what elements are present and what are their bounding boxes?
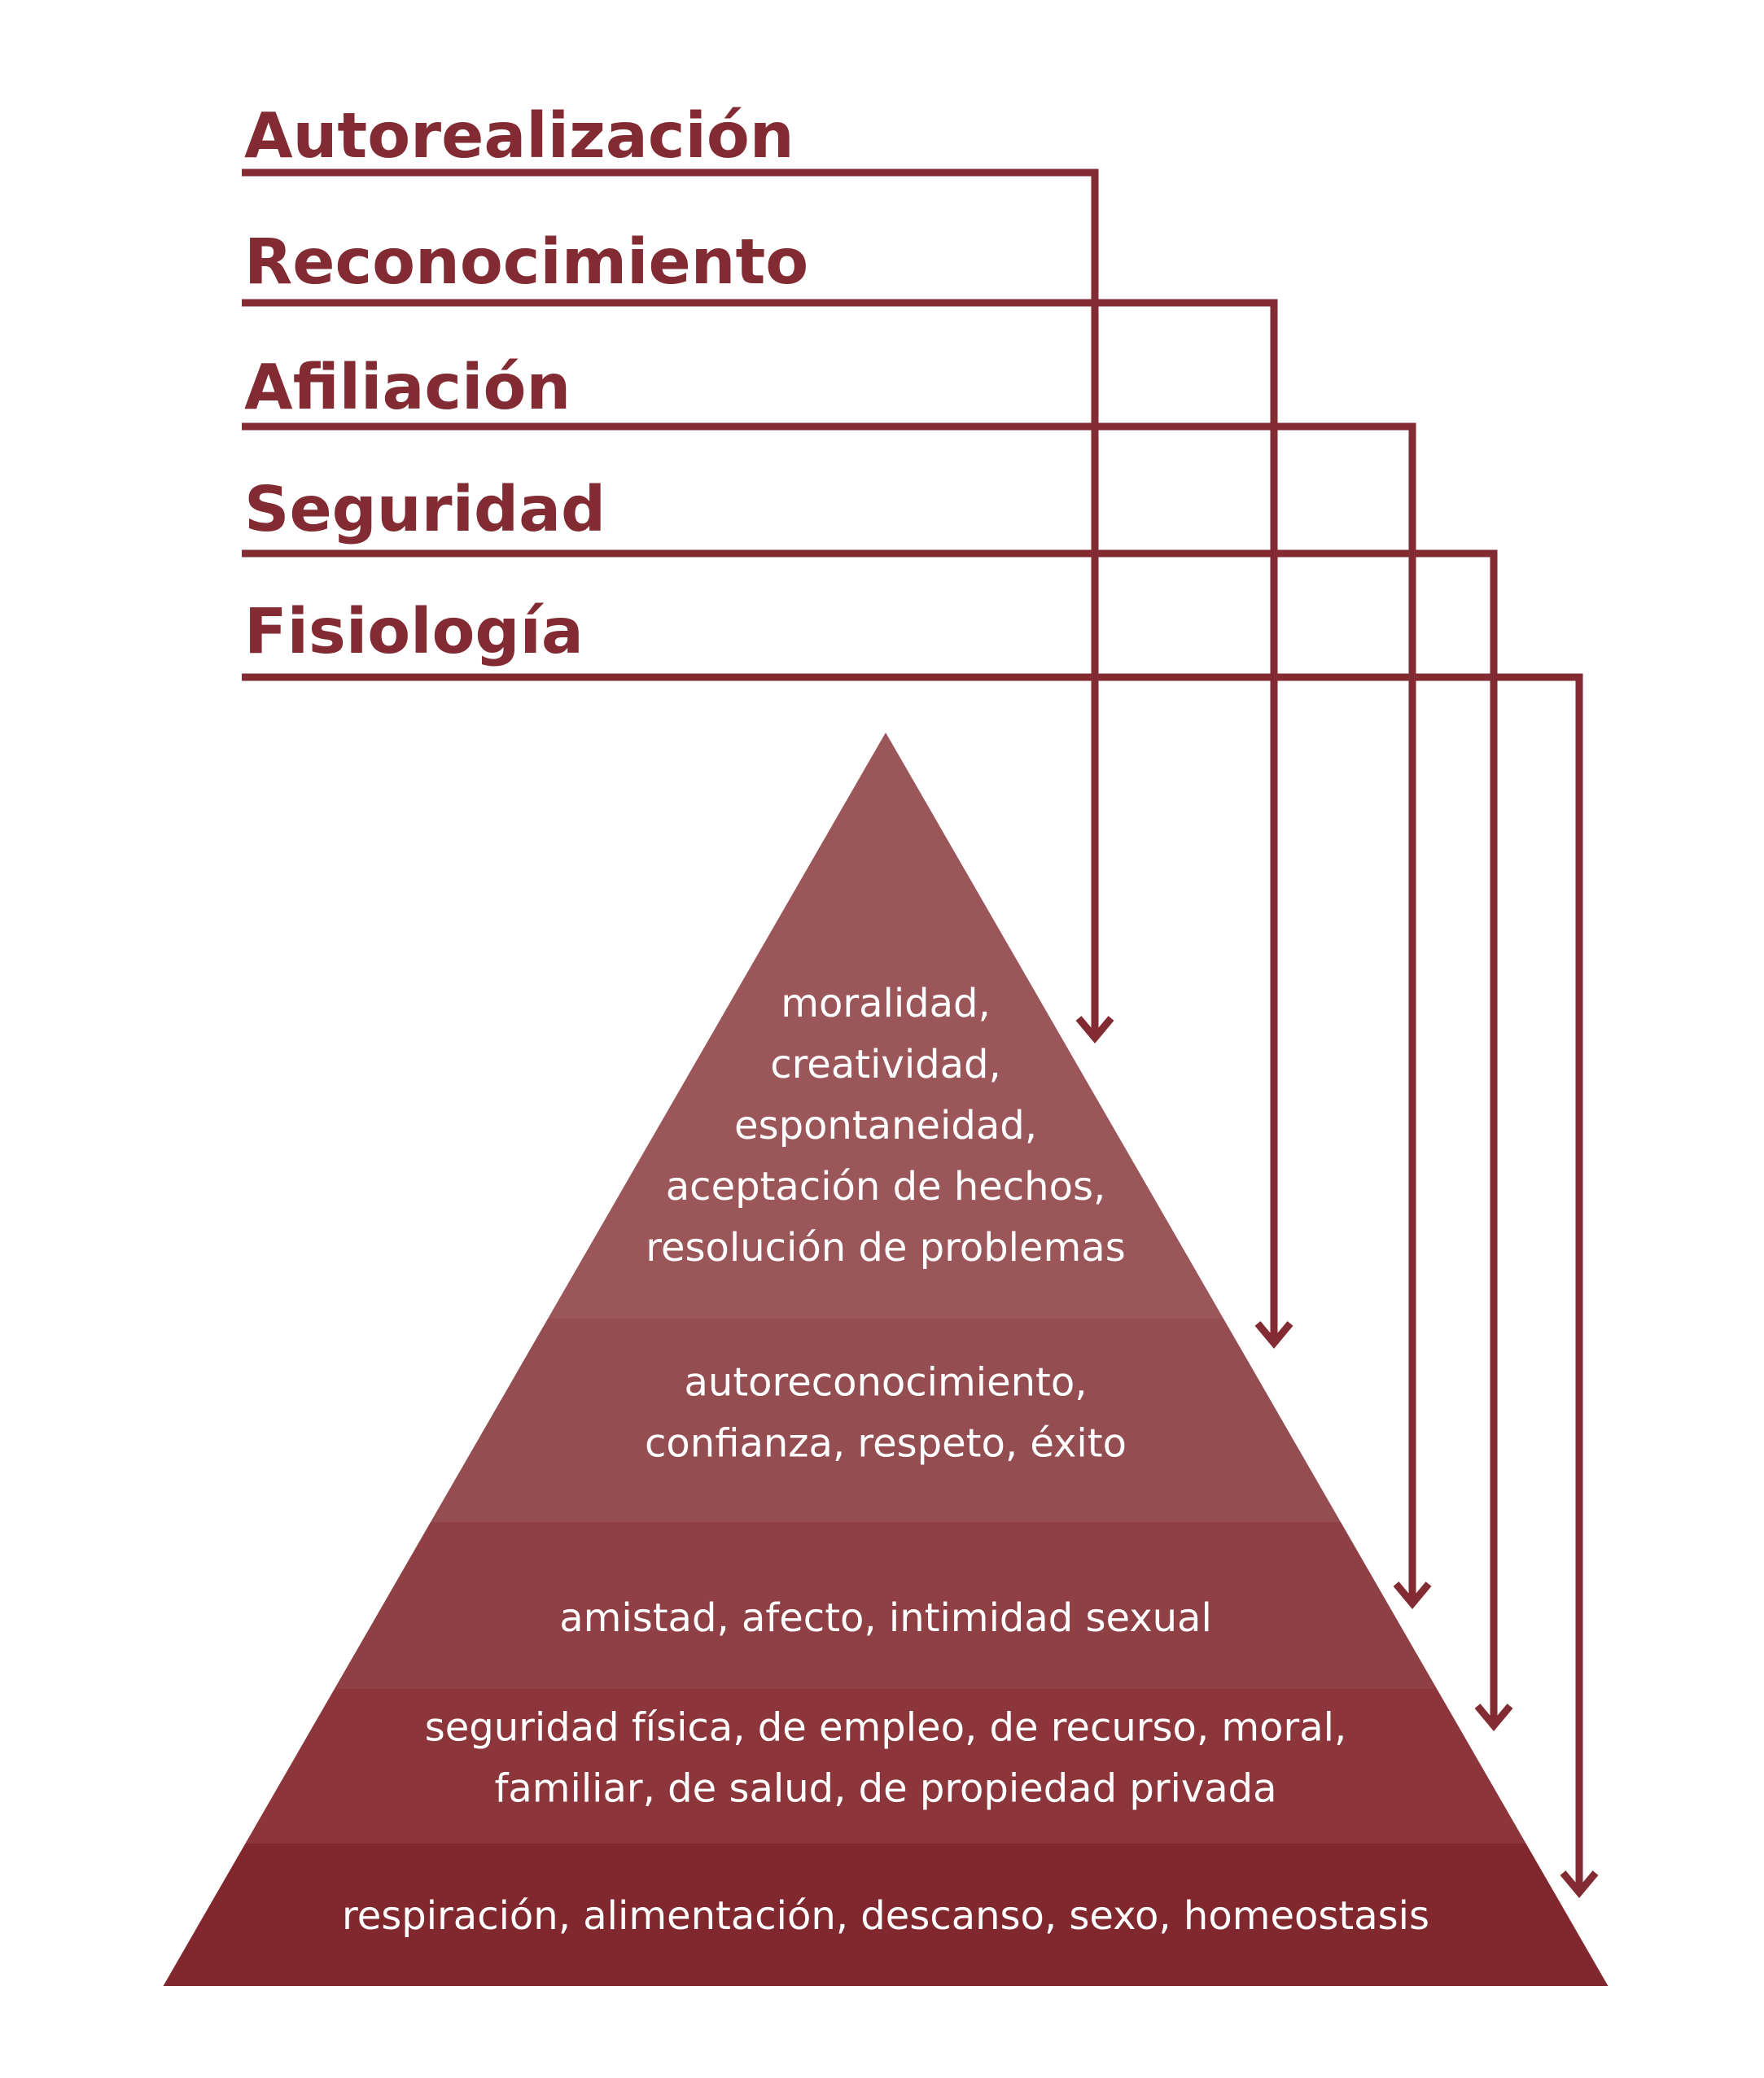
arrowhead-4 [1474,1704,1513,1732]
arrowhead-1 [1075,1016,1114,1044]
level-label-1: Autorealización [244,100,794,173]
tier-5-text-line: respiración, alimentación, descanso, sex… [342,1893,1429,1939]
level-label-3: Afiliación [244,352,571,424]
tier-3-text-line: amistad, afecto, intimidad sexual [559,1595,1212,1641]
pyramid-tier-5 [163,1844,1609,1986]
pyramid-tier-2 [430,1319,1342,1522]
pyramid-tier-3 [334,1522,1438,1689]
level-label-4: Seguridad [244,474,606,546]
pyramid-tiers: moralidad, creatividad, espontaneidad, acep… [163,733,1609,1986]
pyramid-tier-1 [548,733,1223,1319]
tier-1-text-line: resolución de problemas [646,1225,1125,1271]
tier-1-text-line: aceptación de hechos, [666,1164,1105,1210]
connector-line-5 [242,673,1583,1889]
connector-line-1 [242,168,1099,1035]
level-labels: AutorealizaciónReconocimientoAfiliaciónS… [244,100,808,668]
tier-4-text-line: familiar, de salud, de propiedad privada [494,1766,1276,1812]
arrowhead-5 [1560,1870,1599,1899]
pyramid-tier-4 [245,1689,1526,1844]
level-label-2: Reconocimiento [244,226,808,299]
tier-1-text-line: moralidad, [781,981,991,1026]
arrowhead-3 [1393,1581,1432,1610]
connector-lines [242,168,1599,1899]
tier-2-text-line: autoreconocimiento, [685,1360,1088,1406]
connector-line-3 [242,422,1416,1600]
tier-1-text-line: creatividad, [770,1042,1001,1087]
connector-line-4 [242,549,1498,1722]
tier-1-text-line: espontaneidad, [734,1103,1037,1148]
level-label-5: Fisiología [244,596,584,668]
arrowhead-2 [1254,1321,1293,1350]
tier-4-text-line: seguridad física, de empleo, de recurso,… [425,1705,1347,1751]
tier-2-text-line: confianza, respeto, éxito [645,1421,1127,1467]
connector-line-2 [242,299,1278,1340]
